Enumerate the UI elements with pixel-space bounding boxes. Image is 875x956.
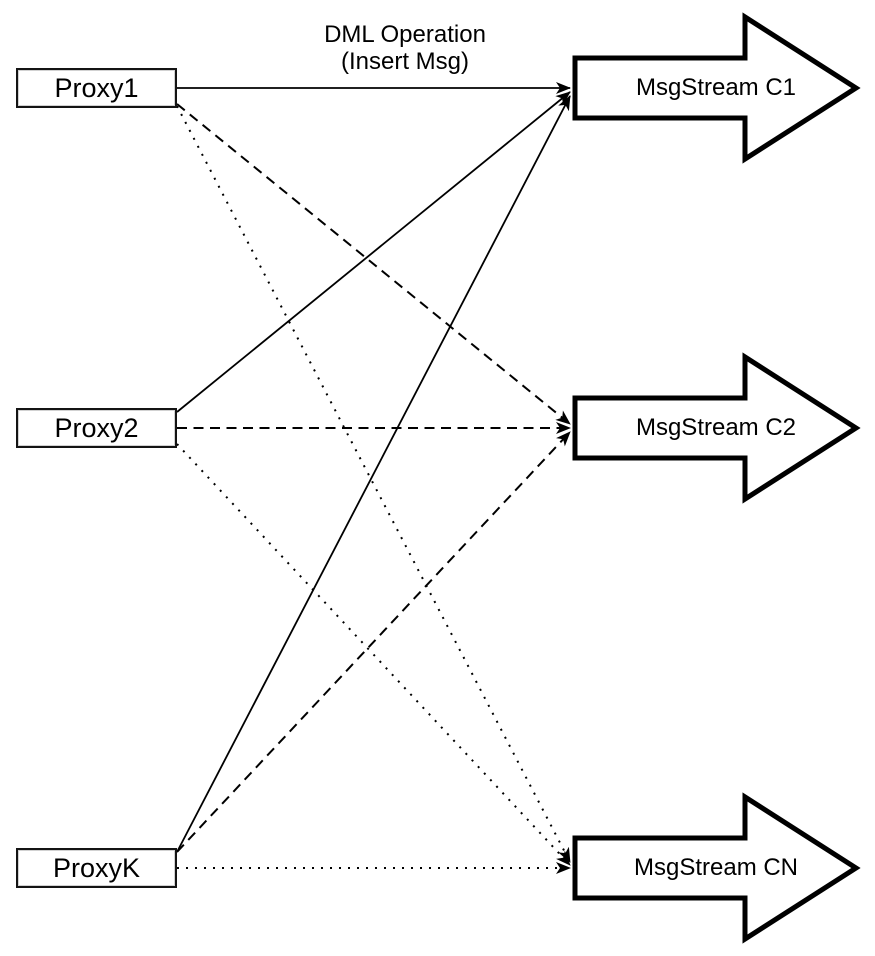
edge-proxy1-msgstream-cn: [176, 105, 571, 863]
edge-proxyk-msgstream-c2: [176, 431, 571, 853]
msgstream-c1-arrow-shape: [572, 12, 861, 164]
edge-proxyk-msgstream-c1: [176, 95, 571, 853]
proxyk-node: ProxyK: [16, 848, 177, 888]
diagram-title: DML Operation (Insert Msg): [255, 21, 555, 75]
title-line-1: DML Operation: [324, 21, 486, 48]
edge-proxy2-msgstream-c1: [176, 91, 571, 413]
msgstream-cn-arrow-shape: [572, 792, 861, 944]
proxyk-label: ProxyK: [52, 853, 141, 883]
edge-proxy1-msgstream-c2: [176, 103, 571, 425]
edge-proxy2-msgstream-cn: [176, 443, 571, 866]
title-line-2: (Insert Msg): [340, 48, 469, 75]
proxy2-node: Proxy2: [16, 408, 177, 448]
proxy1-label: Proxy1: [54, 73, 139, 103]
msgstream-c2-arrow-shape: [572, 352, 861, 504]
proxy1-node: Proxy1: [16, 68, 177, 108]
proxy2-label: Proxy2: [54, 413, 139, 443]
